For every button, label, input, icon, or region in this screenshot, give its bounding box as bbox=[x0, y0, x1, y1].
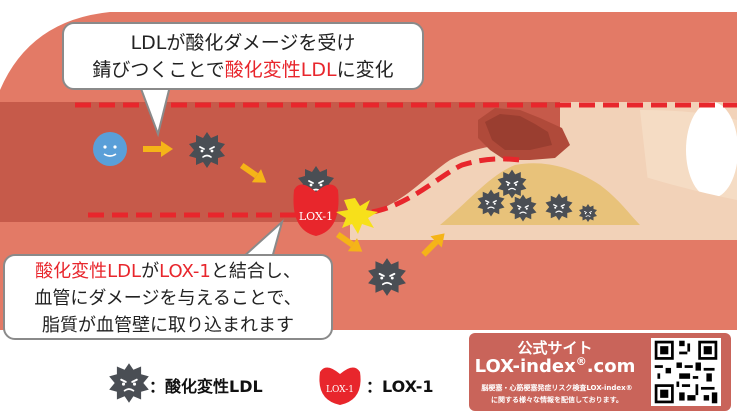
lox1-receptor-icon: LOX-1 bbox=[293, 184, 339, 236]
bubble-top-line2-prefix: 錆びつくことで bbox=[92, 59, 225, 81]
speech-bubble-top: LDLが酸化ダメージを受け 錆びつくことで酸化変性LDLに変化 bbox=[62, 22, 424, 90]
site-url[interactable]: LOX-index®.com bbox=[474, 355, 636, 377]
site-description-line2: に関する様々な情報を配信しております。 bbox=[491, 396, 623, 404]
legend-lox1-icon: LOX-1 bbox=[319, 367, 361, 405]
bubble-top-line2-suffix: に変化 bbox=[336, 59, 394, 81]
svg-text:LOX-1: LOX-1 bbox=[326, 385, 354, 395]
bubble-bottom-line3: 脂質が血管壁に取り込まれます bbox=[42, 315, 294, 336]
impact-burst-icon bbox=[336, 198, 378, 234]
official-site-banner[interactable]: 公式サイト LOX-index®.com 脳梗塞・心筋梗塞発症リスク検査LOX-… bbox=[469, 333, 731, 411]
site-description-line1: 脳梗塞・心筋梗塞発症リスク検査LOX-index® bbox=[481, 384, 633, 392]
speech-bubble-bottom: 酸化変性LDLがLOX-1と結合し、 血管にダメージを与えることで、 脂質が血管… bbox=[3, 254, 333, 340]
qr-code-icon[interactable] bbox=[651, 338, 721, 406]
site-title: 公式サイト bbox=[517, 339, 593, 357]
bubble-bottom-line2: 血管にダメージを与えることで、 bbox=[34, 288, 302, 309]
oxldl-highlight: 酸化変性LDL bbox=[35, 261, 142, 282]
oxldl-highlight: 酸化変性LDL bbox=[224, 59, 337, 81]
bubble-top-line1: LDLが酸化ダメージを受け bbox=[130, 32, 356, 54]
legend-oxldl-label: ：酸化変性LDL bbox=[149, 377, 263, 396]
ldl-particle-icon bbox=[93, 132, 127, 166]
lox1-highlight: LOX-1 bbox=[159, 261, 211, 282]
lox1-label: LOX-1 bbox=[299, 210, 333, 223]
legend-lox1-label: ：LOX-1 bbox=[366, 377, 434, 396]
